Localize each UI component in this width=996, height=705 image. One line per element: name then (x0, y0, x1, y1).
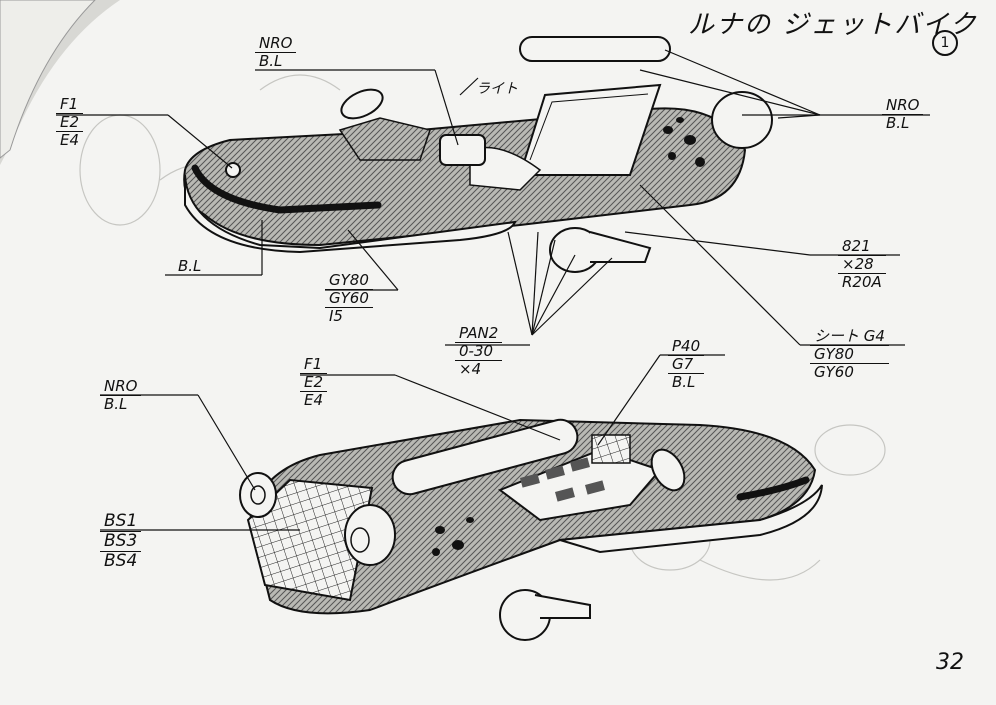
label-bottom-bs: BS1 BS3 BS4 (100, 512, 142, 571)
sheet-title: ルナの ジェットバイク (688, 10, 978, 40)
label-top-nro-right: NRO B.L (882, 97, 924, 132)
label-top-nro: NRO B.L (255, 35, 297, 70)
label-top-821: 821 ×28 R20A (838, 238, 886, 291)
sheet-number: 1 (932, 30, 958, 56)
label-top-pan: PAN2 0-30 ×4 (455, 325, 503, 378)
light-label: ライト (476, 81, 518, 97)
label-bottom-f1: F1 E2 E4 (300, 356, 328, 409)
label-top-gy: GY80 GY60 I5 (325, 272, 373, 325)
label-bottom-p40: P40 G7 B.L (668, 338, 705, 391)
label-top-f1: F1 E2 E4 (56, 96, 84, 149)
label-bottom-nro: NRO B.L (100, 378, 142, 413)
top-view-bike (183, 36, 773, 273)
label-top-seat: シート G4 GY80 GY60 (810, 328, 889, 381)
label-top-bl: B.L (178, 257, 202, 275)
page-number: 32 (936, 650, 964, 675)
bottom-view-bike (239, 418, 823, 641)
